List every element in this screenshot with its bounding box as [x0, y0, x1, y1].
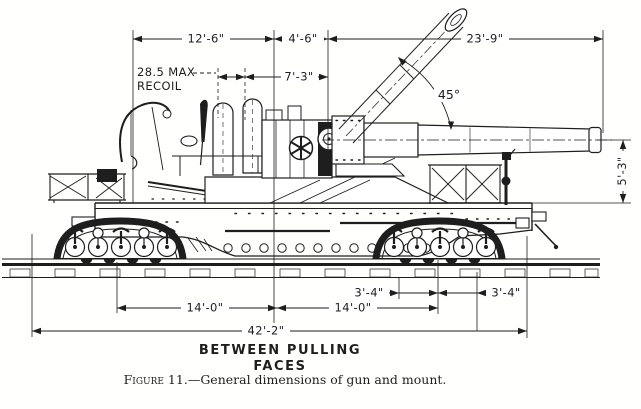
davit-pulley: [162, 109, 172, 119]
davit-crane: [119, 101, 172, 171]
dimension-arrowheads: [32, 35, 627, 335]
dim-left-truck-label: 14'-0": [187, 301, 224, 315]
elevation-angle-label: 45°: [438, 87, 460, 102]
right-bogie: [372, 217, 506, 264]
recoil-label-line1: 28.5 MAX: [137, 65, 195, 79]
elevation-arc: [398, 57, 455, 130]
right-coupler: [531, 211, 547, 222]
railroad-track: [2, 258, 600, 278]
cradle: [335, 163, 406, 177]
dim-axle-right-label: 3'-4": [491, 286, 520, 300]
right-brake-hose: [534, 223, 557, 247]
hoist-hook: [130, 155, 138, 170]
elevated-barrel-phantom: [338, 8, 468, 144]
dim-breech-trunnion-label: 7'-3": [284, 70, 313, 84]
dim-bore-height-label: 5'-3": [615, 156, 629, 185]
elevating-lever: [200, 99, 208, 142]
dim-right-truck-label: 14'-0": [335, 301, 372, 315]
track-ties: [9, 268, 599, 278]
figure-caption-label: Figure 11.: [123, 372, 188, 387]
right-bogie-wheels: [383, 236, 497, 258]
recoil-label-line2: RECOIL: [137, 79, 182, 93]
dim-overall-length-label: 42'-2": [248, 324, 285, 338]
pulling-faces-caption-line1: BETWEEN PULLING: [198, 343, 362, 358]
dim-top-right-label: 23'-9": [467, 32, 504, 46]
right-railing-platform: [428, 148, 516, 205]
recuperator-cylinders: [172, 98, 266, 176]
dimension-labels: 12'-6" 4'-6" 23'-9" 28.5 MAX RECOIL 7'-3…: [137, 31, 629, 338]
dim-axle-left-label: 3'-4": [354, 286, 383, 300]
elevating-handwheel: [288, 135, 314, 161]
figure-caption: Figure 11.—General dimensions of gun and…: [0, 372, 570, 387]
platform-cabinet: [97, 169, 117, 182]
top-carriage-frame: [204, 157, 449, 204]
pulling-faces-caption-line2: FACES: [253, 359, 307, 374]
left-railing-platform: [48, 169, 126, 203]
left-bogie: [53, 217, 187, 264]
gun-barrel: [322, 115, 612, 177]
dim-top-left-label: 12'-6": [188, 32, 225, 46]
figure-caption-text: —General dimensions of gun and mount.: [187, 372, 447, 387]
dim-top-mid-label: 4'-6": [288, 32, 317, 46]
